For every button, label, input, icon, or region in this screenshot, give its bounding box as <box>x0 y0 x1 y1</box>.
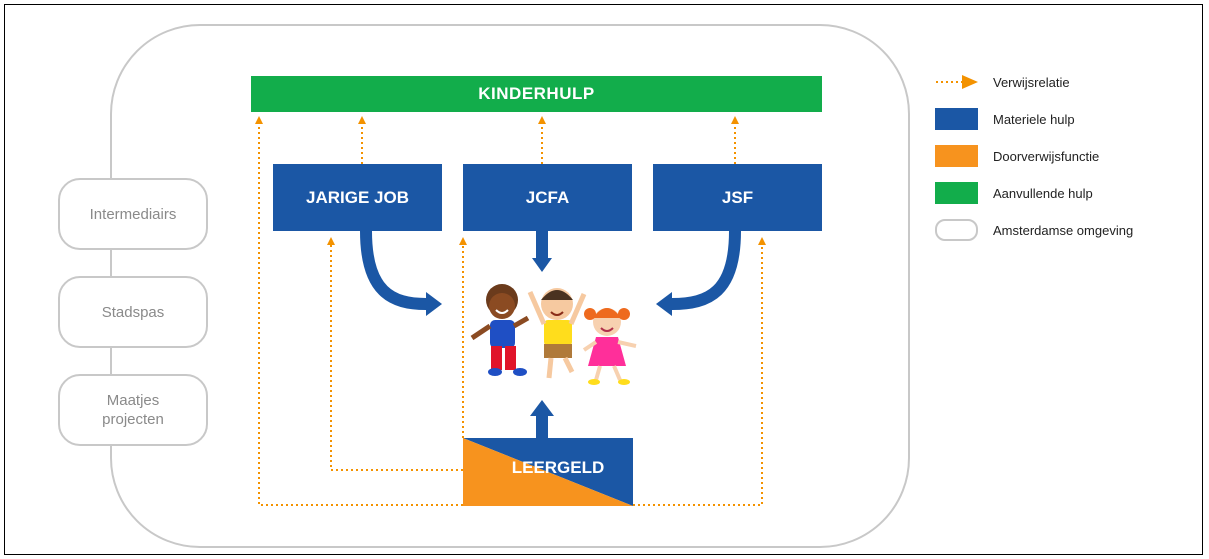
legend-item-amsterdamse-omgeving: Amsterdamse omgeving <box>935 218 1133 242</box>
arrow-jsf-kids <box>671 230 741 310</box>
legend-item-aanvullende-hulp: Aanvullende hulp <box>935 181 1093 205</box>
referral-left-inner <box>327 237 463 471</box>
legend-label: Materiele hulp <box>993 111 1075 127</box>
children-illustration <box>470 284 637 385</box>
legend-label: Doorverwijsfunctie <box>993 148 1100 164</box>
referral-left-outer <box>255 116 463 506</box>
leergeld-label: LEERGELD <box>511 458 605 477</box>
legend-dotted-arrow-icon <box>936 75 978 89</box>
side-item-maatjes-projecten: Maatjes projecten <box>58 374 208 446</box>
legend-item-materiele-hulp: Materiele hulp <box>935 107 1075 131</box>
side-item-intermediairs: Intermediairs <box>58 178 208 250</box>
org-leergeld: LEERGELD <box>463 438 633 506</box>
legend-item-doorverwijsfunctie: Doorverwijsfunctie <box>935 144 1099 168</box>
kinderhulp-bar: KINDERHULP <box>251 76 822 112</box>
legend-label: Amsterdamse omgeving <box>993 222 1134 238</box>
legend-item-verwijsrelatie: Verwijsrelatie <box>935 70 1070 94</box>
org-jsf: JSF <box>653 164 822 231</box>
arrow-jarigejob-kids <box>360 230 427 310</box>
legend-swatch-orange <box>935 145 978 167</box>
legend-label: Verwijsrelatie <box>993 74 1070 90</box>
side-item-stadspas: Stadspas <box>58 276 208 348</box>
org-jarige-job: JARIGE JOB <box>273 164 442 231</box>
legend-swatch-outline <box>935 219 978 241</box>
leergeld-split-shape <box>463 438 633 506</box>
legend-label: Aanvullende hulp <box>993 185 1093 201</box>
referral-right-outer <box>633 237 766 506</box>
legend-swatch-green <box>935 182 978 204</box>
diagram-frame <box>4 4 1203 555</box>
org-jcfa: JCFA <box>463 164 632 231</box>
legend-swatch-blue <box>935 108 978 130</box>
